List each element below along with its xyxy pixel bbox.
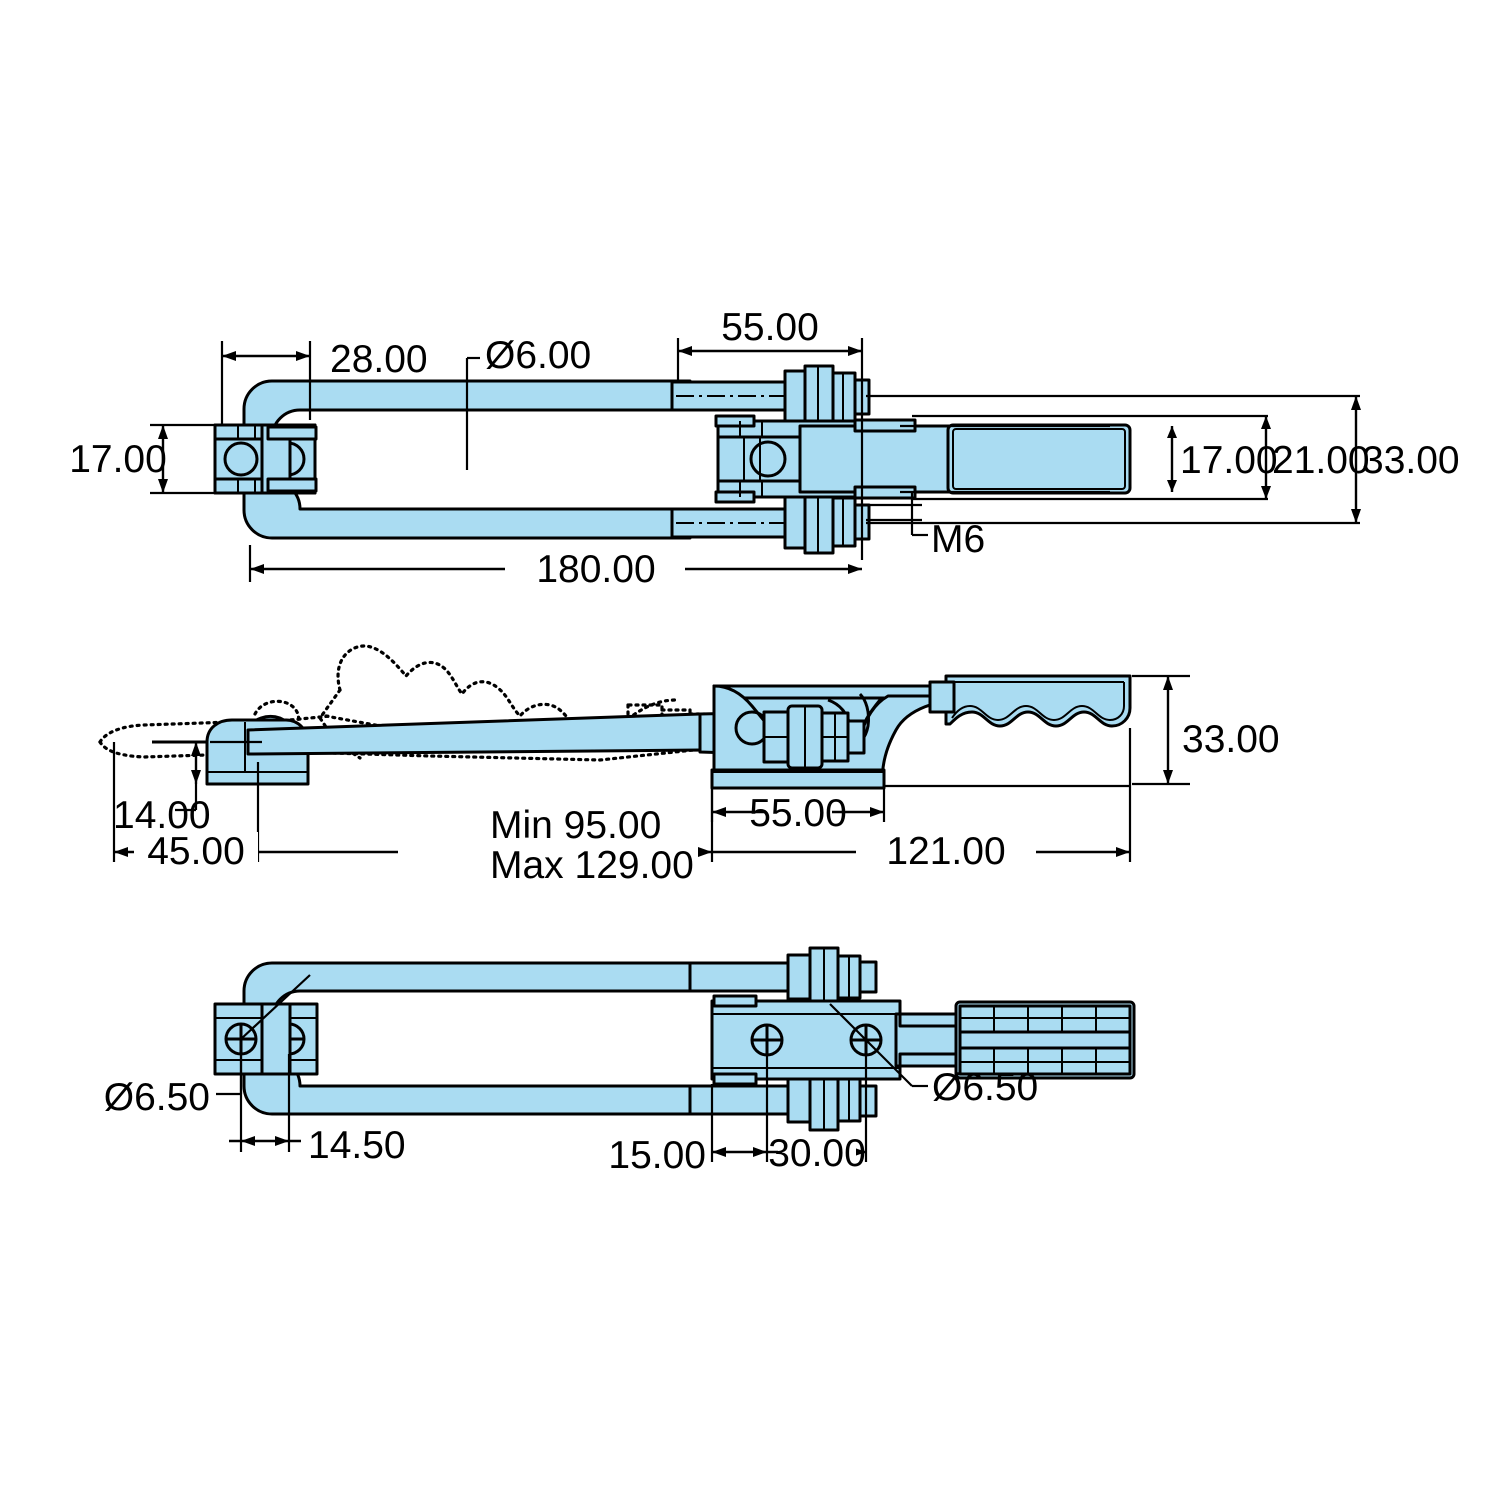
dim-121: 121.00 (886, 830, 1005, 873)
dim-thread-m6: M6 (931, 518, 985, 561)
spindle-bolt-side (762, 704, 866, 770)
dim-45: 45.00 (147, 830, 245, 873)
dim-dia-650-left: Ø6.50 (104, 1076, 210, 1119)
mounting-bracket-top (213, 423, 318, 495)
dim-180: 180.00 (536, 548, 655, 591)
dim-max-129: Max 129.00 (490, 844, 694, 887)
dim-dia-650-right: Ø6.50 (932, 1066, 1038, 1109)
side-view: 33.00 14.00 45.00 Min 95.00 Max 1 (98, 644, 1280, 887)
dim-14-50: 14.50 (308, 1124, 406, 1167)
handle-grip-side (928, 674, 1132, 728)
top-view: 28.00 Ø6.00 55.00 17.00 1 (69, 306, 1459, 591)
top-view-dimensions: 28.00 Ø6.00 55.00 17.00 1 (69, 306, 1459, 591)
dim-55-side: 55.00 (749, 792, 847, 835)
dim-17-right: 17.00 (1180, 439, 1278, 482)
dim-dia-6: Ø6.00 (485, 334, 591, 377)
bottom-view-dimensions: Ø6.50 14.50 15.00 30.00 Ø6.50 (104, 974, 1038, 1177)
dim-min-95: Min 95.00 (490, 804, 661, 847)
bottom-view: Ø6.50 14.50 15.00 30.00 Ø6.50 (104, 946, 1136, 1177)
dim-33-top: 33.00 (1362, 439, 1460, 482)
knurled-handle-bottom (954, 1000, 1136, 1080)
dim-30: 30.00 (768, 1132, 866, 1175)
screw-head-right-1 (750, 1023, 784, 1057)
clamp-assembly-bottom (688, 946, 1136, 1132)
dim-33-side: 33.00 (1182, 718, 1280, 761)
dim-17-left: 17.00 (69, 438, 167, 481)
side-view-dimensions: 33.00 14.00 45.00 Min 95.00 Max 1 (112, 674, 1280, 887)
dim-21: 21.00 (1272, 439, 1370, 482)
dim-14: 14.00 (113, 794, 211, 837)
wire-bar-top (242, 379, 692, 540)
clamp-assembly-top (670, 364, 1132, 555)
dim-28: 28.00 (330, 338, 428, 381)
dim-15: 15.00 (608, 1134, 706, 1177)
dim-55-top: 55.00 (721, 306, 819, 349)
